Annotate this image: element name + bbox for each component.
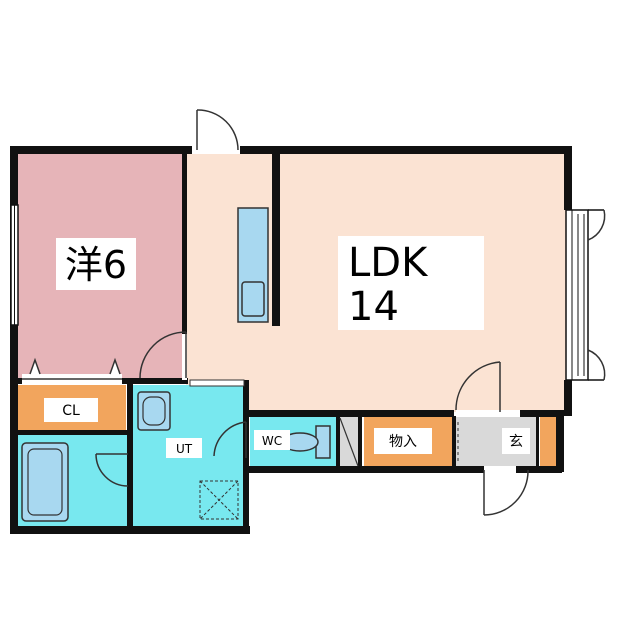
- door-entrance[interactable]: [457, 422, 529, 516]
- toilet-fixture: [281, 425, 331, 459]
- door-wc[interactable]: [213, 421, 247, 458]
- door-bath[interactable]: [95, 453, 129, 487]
- window-east: [565, 209, 606, 381]
- hall-diagonal: [339, 417, 359, 467]
- door-ldk-entrance[interactable]: [455, 361, 520, 417]
- label-toilet: WC: [254, 430, 290, 450]
- window-west: [10, 204, 19, 326]
- western-label: 洋6: [65, 243, 127, 287]
- bathtub: [21, 442, 69, 522]
- label-ldk: LDK 14: [338, 236, 484, 330]
- kitchen-counter: [237, 207, 269, 323]
- ut-opening: [189, 379, 245, 387]
- door-western[interactable]: [139, 331, 187, 380]
- walls: [10, 146, 572, 534]
- label-closet: CL: [44, 398, 98, 422]
- door-top[interactable]: [192, 109, 240, 154]
- closet-label: CL: [62, 403, 80, 419]
- toilet-label: WC: [262, 434, 282, 448]
- washbasin: [137, 391, 171, 431]
- ldk-room-lower[interactable]: [186, 380, 566, 412]
- label-storage: 物入: [374, 428, 432, 454]
- entrance-cabinet: [540, 416, 560, 468]
- label-entrance: 玄: [502, 428, 530, 454]
- label-western: 洋6: [56, 238, 136, 290]
- label-utility: UT: [166, 438, 202, 458]
- washer-pan: [199, 480, 239, 520]
- utility-label: UT: [176, 442, 193, 456]
- entrance-label: 玄: [509, 433, 523, 450]
- ldk-label-line1: LDK: [348, 240, 429, 286]
- ldk-label-line2: 14: [348, 284, 399, 330]
- hall-strip: [338, 416, 358, 468]
- closet-doors[interactable]: [22, 357, 122, 384]
- storage-label: 物入: [389, 434, 417, 450]
